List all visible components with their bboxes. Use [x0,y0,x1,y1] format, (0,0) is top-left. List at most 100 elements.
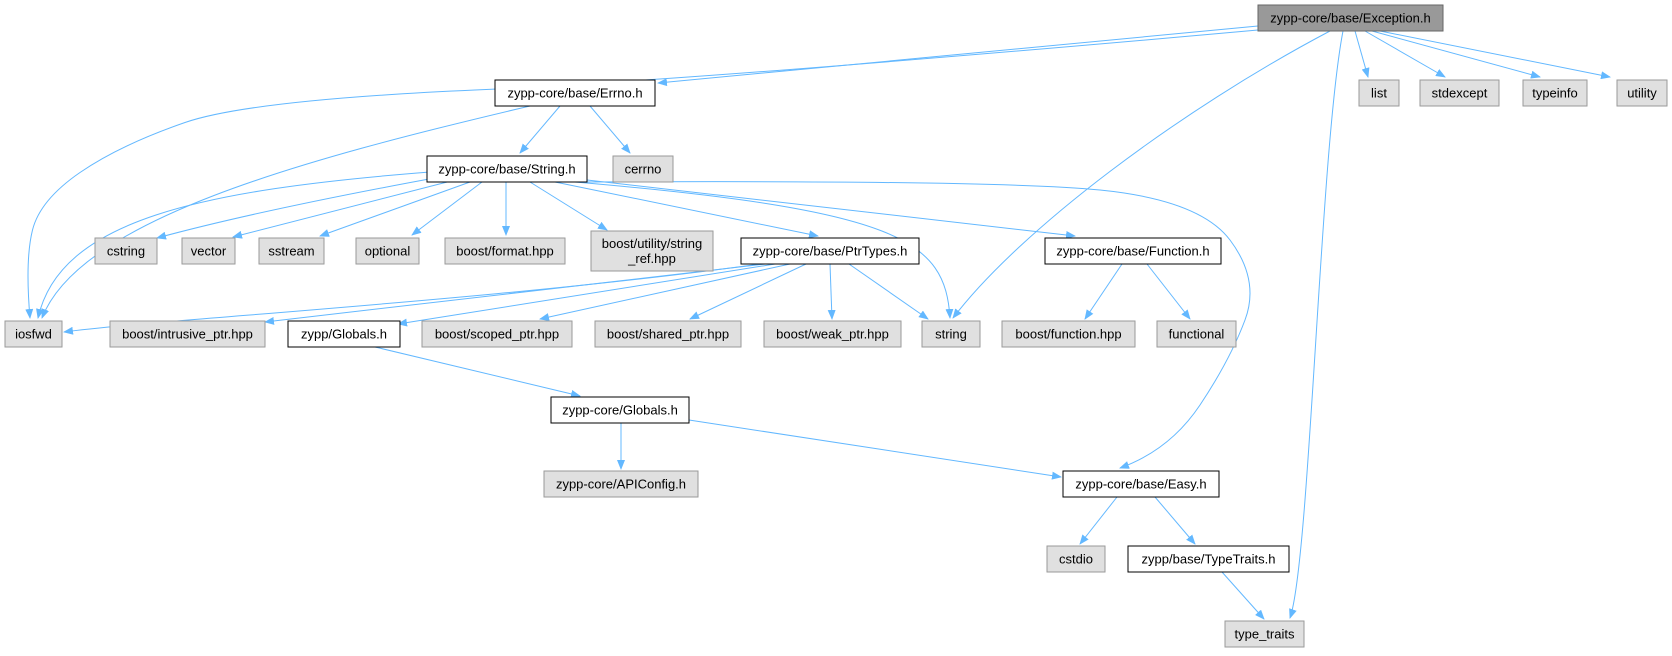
edge-function_h-to-boost_function [1084,263,1123,320]
node-label: boost/utility/string [602,236,702,251]
edge-string_h-to-cstring [156,176,441,240]
node-box [494,79,656,107]
node-label: typeinfo [1532,86,1578,101]
node-cstring: cstring [94,237,158,265]
node-function-h[interactable]: zypp-core/base/Function.h [1044,237,1222,265]
node-label: zypp/base/TypeTraits.h [1142,552,1276,567]
node-ptrtypes-h[interactable]: zypp-core/base/PtrTypes.h [740,237,920,265]
node-label: zypp-core/Globals.h [562,403,678,418]
node-label: _ref.hpp [627,251,676,266]
edge-exception-to-string [952,30,1331,319]
node-boost-intrusive: boost/intrusive_ptr.hpp [109,320,266,348]
node-box [1257,4,1444,32]
edge-zypp_globals-to-core_globals [374,346,581,398]
node-box [1522,79,1588,107]
node-core-globals[interactable]: zypp-core/Globals.h [550,396,690,424]
node-cstdio: cstdio [1046,545,1106,573]
edge-errno_h-to-string_h [519,105,561,154]
node-exception[interactable]: zypp-core/base/Exception.h [1257,4,1444,32]
node-label: zypp-core/base/Errno.h [507,86,642,101]
node-apiconfig: zypp-core/APIConfig.h [543,470,699,498]
node-box [4,320,63,348]
node-box [1127,545,1290,573]
node-box [1358,79,1400,107]
node-cerrno: cerrno [612,155,674,183]
node-label: sstream [268,244,314,259]
node-typeinfo: typeinfo [1522,79,1588,107]
node-box [1001,320,1136,348]
edge-ptrtypes_h-to-string [848,263,929,320]
edge-errno_h-to-iosfwd [41,105,531,319]
node-iosfwd: iosfwd [4,320,63,348]
node-label: optional [365,244,411,259]
edge-string_h-to-boost_string_ref [529,181,608,231]
node-label: boost/scoped_ptr.hpp [435,327,559,342]
node-label: functional [1169,327,1225,342]
node-string-h[interactable]: zypp-core/base/String.h [426,155,588,183]
node-box [1046,545,1106,573]
node-box [740,237,920,265]
node-label: utility [1627,86,1657,101]
node-box [921,320,981,348]
node-box [1419,79,1500,107]
edge-easy_h-to-typetraits_h [1154,496,1196,545]
edge-ptrtypes_h-to-boost_intrusive [264,263,766,325]
node-boost-function: boost/function.hpp [1001,320,1136,348]
node-box [1062,470,1220,498]
node-label: zypp-core/base/PtrTypes.h [753,244,908,259]
edge-core_globals-to-easy_h [688,419,1062,480]
node-box [1044,237,1222,265]
node-label: cerrno [625,162,662,177]
node-box [355,237,420,265]
node-string: string [921,320,981,348]
node-boost-string-ref: boost/utility/string_ref.hpp [590,230,714,272]
edge-ptrtypes_h-to-boost_shared [689,263,807,320]
node-box [1616,79,1668,107]
node-label: cstring [107,244,145,259]
edge-exception-to-type_traits [1289,30,1344,619]
node-optional: optional [355,237,420,265]
node-box [543,470,699,498]
node-label: string [935,327,967,342]
node-label: boost/weak_ptr.hpp [776,327,889,342]
node-label: stdexcept [1432,86,1488,101]
node-boost-format: boost/format.hpp [444,237,566,265]
edge-string_h-to-sstream [319,181,471,237]
node-box [1156,320,1237,348]
edge-exception-to-typeinfo [1371,30,1541,79]
edge-string_h-to-function_h [586,179,1076,239]
node-label: boost/function.hpp [1015,327,1121,342]
node-functional: functional [1156,320,1237,348]
node-box [426,155,588,183]
node-box [612,155,674,183]
node-zypp-globals[interactable]: zypp/Globals.h [287,320,401,348]
nodes-layer: zypp-core/base/Exception.h zypp-core/base… [4,4,1668,648]
node-easy-h[interactable]: zypp-core/base/Easy.h [1062,470,1220,498]
node-box [109,320,266,348]
node-label: zypp/Globals.h [301,327,387,342]
edge-string_h-to-optional [411,181,483,236]
node-errno-h[interactable]: zypp-core/base/Errno.h [494,79,656,107]
node-label: vector [191,244,227,259]
edge-ptrtypes_h-to-zypp_globals [397,263,776,327]
edge-string_h-to-easy_h [586,181,1251,469]
node-label: list [1371,86,1387,101]
node-box [421,320,573,348]
node-boost-shared: boost/shared_ptr.hpp [594,320,742,348]
edge-ptrtypes_h-to-boost_weak [827,263,836,320]
node-label: cstdio [1059,552,1093,567]
node-label: zypp-core/APIConfig.h [556,477,686,492]
node-utility: utility [1616,79,1668,107]
node-label: boost/shared_ptr.hpp [607,327,729,342]
node-label: type_traits [1235,627,1295,642]
edge-string_h-to-iosfwd [36,171,431,319]
edge-string_h-to-vector [232,179,456,239]
edge-easy_h-to-cstdio [1079,496,1118,545]
node-box [444,237,566,265]
node-box [763,320,902,348]
edge-string_h-to-string [574,181,954,319]
node-typetraits-h[interactable]: zypp/base/TypeTraits.h [1127,545,1290,573]
edge-string_h-to-ptrtypes_h [554,181,819,239]
